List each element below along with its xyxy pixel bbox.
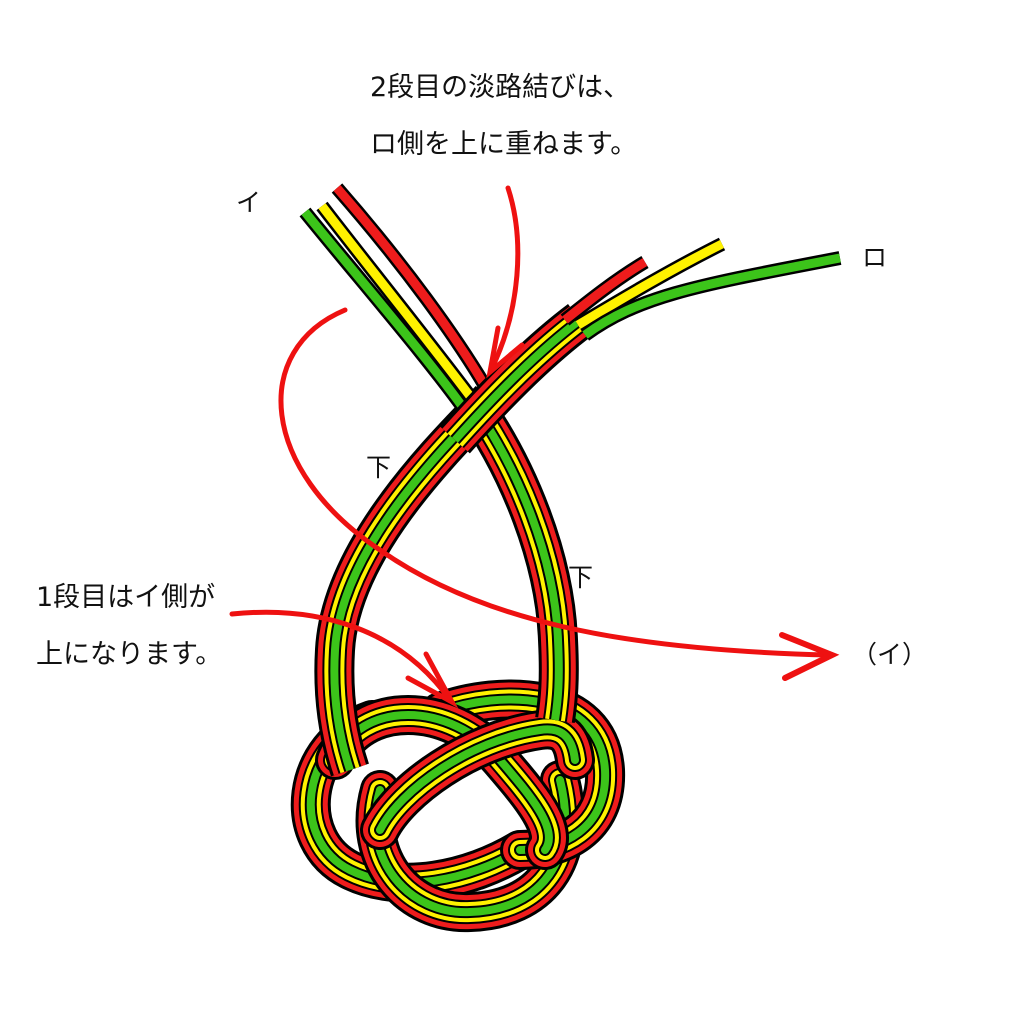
- strand-i-cords: [299, 183, 503, 425]
- caption-left-line1: 1段目はイ側が: [36, 582, 216, 613]
- label-under-left: 下: [366, 453, 392, 482]
- knot-diagonal-band: [360, 709, 595, 850]
- label-strand-ro: ロ: [862, 243, 888, 272]
- caption-second-tier: 2段目の淡路結びは、 ロ側を上に重ねます。: [370, 74, 637, 158]
- caption-first-tier: 1段目はイ側が 上になります。: [36, 584, 222, 668]
- label-destination-i: （イ）: [852, 640, 928, 669]
- caption-left-line2: 上になります。: [36, 639, 223, 670]
- strand-ro-cords: [440, 237, 842, 454]
- label-strand-i: イ: [236, 188, 262, 217]
- arrow-top-to-crossing: [486, 185, 525, 379]
- cord-band-lower-right: [453, 388, 579, 723]
- arrow-sweep-to-i: [278, 307, 840, 681]
- instruction-arrows: [229, 185, 840, 709]
- label-under-right: 下: [568, 563, 594, 592]
- caption-top-line2: ロ側を上に重ねます。: [370, 129, 638, 160]
- caption-top-line1: 2段目の淡路結びは、: [370, 72, 631, 103]
- arrow-left-caption-to-knot: [229, 609, 459, 709]
